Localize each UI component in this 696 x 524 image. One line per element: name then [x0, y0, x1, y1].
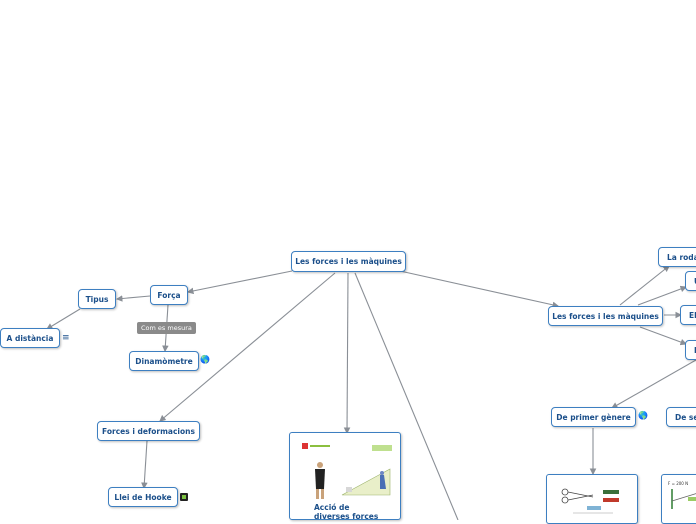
link-root-forca — [186, 270, 293, 295]
globe-icon[interactable]: 🌎 — [200, 355, 210, 364]
lever2-image-card[interactable]: F = 200 N — [661, 474, 696, 524]
video-card[interactable]: Acció de diverses forces — [289, 432, 401, 520]
link-maquines-u — [637, 285, 688, 306]
segon-genere-node[interactable]: De se — [666, 407, 696, 427]
video-caption-line2: diverses forces — [314, 512, 379, 520]
hooke-node[interactable]: Llei de Hooke — [108, 487, 178, 507]
media-icon[interactable] — [180, 493, 188, 501]
video-caption-line1: Acció de — [314, 503, 350, 512]
link-root-deformacions — [159, 272, 336, 422]
link-root-maquines — [399, 270, 560, 309]
link-root-offscreen — [354, 272, 459, 520]
tipus-node[interactable]: Tipus — [78, 289, 116, 309]
svg-text:F = 200 N: F = 200 N — [668, 481, 688, 486]
root-node[interactable]: Les forces i les màquines — [291, 251, 406, 272]
el-node[interactable]: El — [680, 305, 696, 325]
link-l-primer — [611, 359, 696, 409]
dinamometre-node[interactable]: Dinamòmetre — [129, 351, 199, 371]
link-forca-tipus — [115, 295, 151, 302]
notes-icon[interactable]: ≡ — [62, 333, 70, 343]
scissors-lever-image — [561, 488, 619, 514]
relation-label-com-es-mesura: Com es mesura — [137, 322, 196, 334]
video-thumbnail — [296, 439, 396, 501]
distancia-node[interactable]: A distància — [0, 328, 60, 348]
maquines-node[interactable]: Les forces i les màquines — [548, 306, 663, 326]
forca-node[interactable]: Força — [150, 285, 188, 305]
link-root-card — [343, 272, 351, 435]
link-deformacions-hooke — [141, 440, 148, 490]
link-maquines-l — [639, 326, 688, 346]
l-node[interactable]: L — [685, 340, 696, 360]
globe-icon[interactable]: 🌎 — [638, 411, 648, 420]
deformacions-node[interactable]: Forces i deformacions — [97, 421, 200, 441]
link-tipus-distancia — [46, 308, 81, 330]
u-node[interactable]: U — [685, 271, 696, 291]
video-caption: Acció de diverses forces — [314, 503, 400, 520]
link-maquines-roda — [619, 265, 670, 306]
lever-diagram-image: F = 200 N — [668, 481, 696, 509]
primer-genere-node[interactable]: De primer gènere — [551, 407, 636, 427]
roda-node[interactable]: La roda — [658, 247, 696, 267]
lever-image-card[interactable] — [546, 474, 638, 524]
